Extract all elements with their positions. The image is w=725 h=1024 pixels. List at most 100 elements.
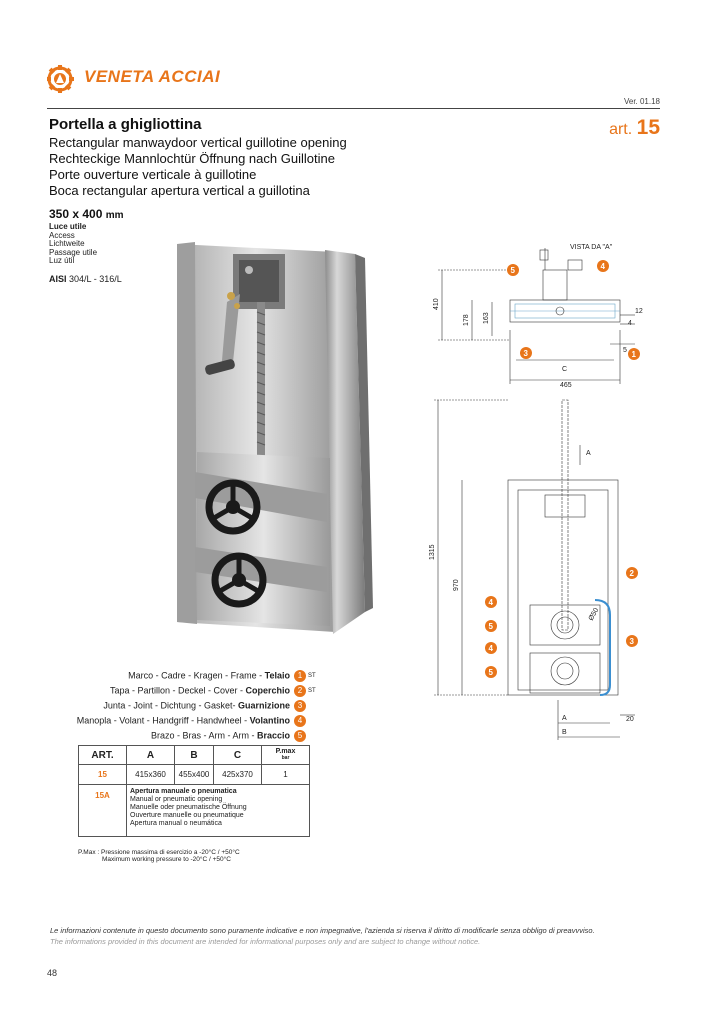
cell-a: 415x360	[126, 764, 175, 785]
badge-4b: 4	[485, 642, 497, 654]
dim-20: 20	[626, 716, 634, 723]
aisi-spec: AISI 304/L - 316/L	[49, 274, 122, 284]
dim-c: C	[562, 366, 567, 373]
legend-row-2: Tapa - Partillon - Deckel - Cover - Cope…	[110, 685, 320, 697]
svg-text:4: 4	[489, 598, 494, 607]
pmax-label: P.max	[275, 748, 296, 755]
dim-410: 410	[433, 298, 440, 310]
legend-badge: 3	[294, 700, 306, 712]
dim-178: 178	[463, 314, 470, 326]
table-row: 15A Apertura manuale o pneumatica Manual…	[78, 784, 310, 837]
legend-text: Junta - Joint - Dichtung - Gasket-	[103, 700, 238, 711]
badge-5b: 5	[485, 666, 497, 678]
desc-title: Apertura manuale o pneumatica	[130, 788, 237, 795]
badge-1: 1	[628, 348, 640, 360]
legend-text: Marco - Cadre - Kragen - Frame -	[128, 670, 265, 681]
access-es: Luz útil	[49, 256, 75, 266]
dim-a: A	[562, 715, 567, 722]
art-prefix: art.	[609, 121, 633, 138]
svg-text:4: 4	[601, 262, 606, 271]
svg-text:5: 5	[489, 668, 494, 677]
badge-5a: 5	[485, 620, 497, 632]
title-de: Rechteckige Mannlochtür Öffnung nach Gui…	[49, 151, 335, 166]
svg-text:3: 3	[524, 349, 529, 358]
svg-text:5: 5	[489, 622, 494, 631]
badge-4a: 4	[485, 596, 497, 608]
legend-bold: Coperchio	[245, 685, 290, 696]
svg-text:5: 5	[511, 266, 516, 275]
pressure-note: P.Max : Pressione massima di esercizio a…	[78, 849, 240, 863]
cell-15a-desc: Apertura manuale o pneumatica Manual or …	[126, 784, 310, 837]
cell-pmax: 1	[261, 764, 310, 785]
aisi-value: 304/L - 316/L	[69, 274, 122, 284]
size-spec: 350 x 400 mm	[49, 207, 124, 221]
desc-line: Ouverture manuelle ou pneumatique	[130, 812, 244, 819]
access-labels: Luce utile Access Lichtweite Passage uti…	[49, 222, 98, 266]
disclaimer-it: Le informazioni contenute in questo docu…	[50, 926, 595, 935]
cell-b: 455x400	[174, 764, 214, 785]
dim-1315: 1315	[429, 544, 436, 560]
desc-line: Manual or pneumatic opening	[130, 796, 223, 803]
legend-bold: Volantino	[249, 715, 290, 726]
header-divider	[47, 108, 660, 109]
article-number: art. 15	[609, 116, 660, 140]
aisi-label: AISI	[49, 274, 67, 284]
title-fr: Porte ouverture verticale à guillotine	[49, 167, 257, 182]
dim-phi50: Ø50	[588, 607, 601, 622]
badge-3a: 3	[626, 635, 638, 647]
title-en: Rectangular manwaydoor vertical guilloti…	[49, 135, 347, 150]
access-it: Luce utile	[49, 222, 87, 231]
view-arrow-label: A	[586, 450, 591, 457]
cell-c: 425x370	[213, 764, 262, 785]
legend-badge: 4	[294, 715, 306, 727]
legend-row-4: Manopla - Volant - Handgriff - Handwheel…	[77, 715, 320, 727]
dim-12: 12	[635, 308, 643, 315]
legend-badge: 1	[294, 670, 306, 682]
pmax-unit: bar	[281, 755, 290, 761]
pnote-line2: Maximum working pressure to -20°C / +50°…	[102, 856, 231, 863]
dim-5: 5	[623, 347, 627, 354]
svg-text:1: 1	[632, 350, 637, 359]
section-drawing: VISTA DA "A" 410 178 163 12 4 5 C 465 5 …	[433, 244, 643, 389]
svg-text:4: 4	[489, 644, 494, 653]
view-label-text: VISTA DA "A"	[570, 244, 613, 251]
access-de: Lichtweite	[49, 239, 85, 249]
legend-bold: Braccio	[256, 730, 290, 741]
cell-art: 15	[78, 764, 127, 785]
dim-163: 163	[483, 312, 490, 324]
legend-bold: Guarnizione	[237, 700, 290, 711]
access-en: Access	[49, 230, 75, 240]
veneta-acciai-logo	[47, 65, 74, 93]
size-value: 350 x 400	[49, 207, 103, 221]
badge-2: 2	[626, 567, 638, 579]
svg-text:3: 3	[630, 637, 635, 646]
col-art: ART.	[78, 745, 127, 765]
dim-970: 970	[453, 579, 460, 591]
dim-b: B	[562, 729, 567, 736]
legend-text: Tapa - Partillon - Deckel - Cover -	[109, 685, 246, 696]
front-drawing: 1315 970 A B 20 A Ø50 2 4 5 3 4 5	[429, 399, 638, 740]
legend-st: ST	[308, 688, 316, 694]
badge-5: 5	[507, 264, 519, 276]
pnote-line1: P.Max : Pressione massima di esercizio a…	[78, 849, 240, 856]
desc-line: Manuelle oder pneumatische Öffnung	[130, 804, 247, 811]
legend-text: Brazo - Bras - Arm - Arm -	[150, 730, 257, 741]
col-a: A	[126, 745, 175, 765]
dim-465: 465	[560, 382, 572, 389]
title-es: Boca rectangular apertura vertical a gui…	[49, 183, 310, 198]
access-fr: Passage utile	[49, 247, 98, 257]
svg-text:2: 2	[630, 569, 635, 578]
desc-line: Apertura manual o neumática	[130, 820, 222, 827]
table-row: 15 415x360 455x400 425x370 1	[78, 764, 310, 785]
legend-row-3: Junta - Joint - Dichtung - Gasket- Guarn…	[103, 700, 320, 712]
dim-4: 4	[628, 320, 632, 327]
legend-st: ST	[308, 673, 316, 679]
cell-art-15a: 15A	[78, 784, 127, 837]
page-title: Portella a ghigliottina	[49, 116, 202, 133]
disclaimer-en: The informations provided in this docume…	[50, 937, 481, 946]
version-label: Ver. 01.18	[623, 97, 660, 106]
